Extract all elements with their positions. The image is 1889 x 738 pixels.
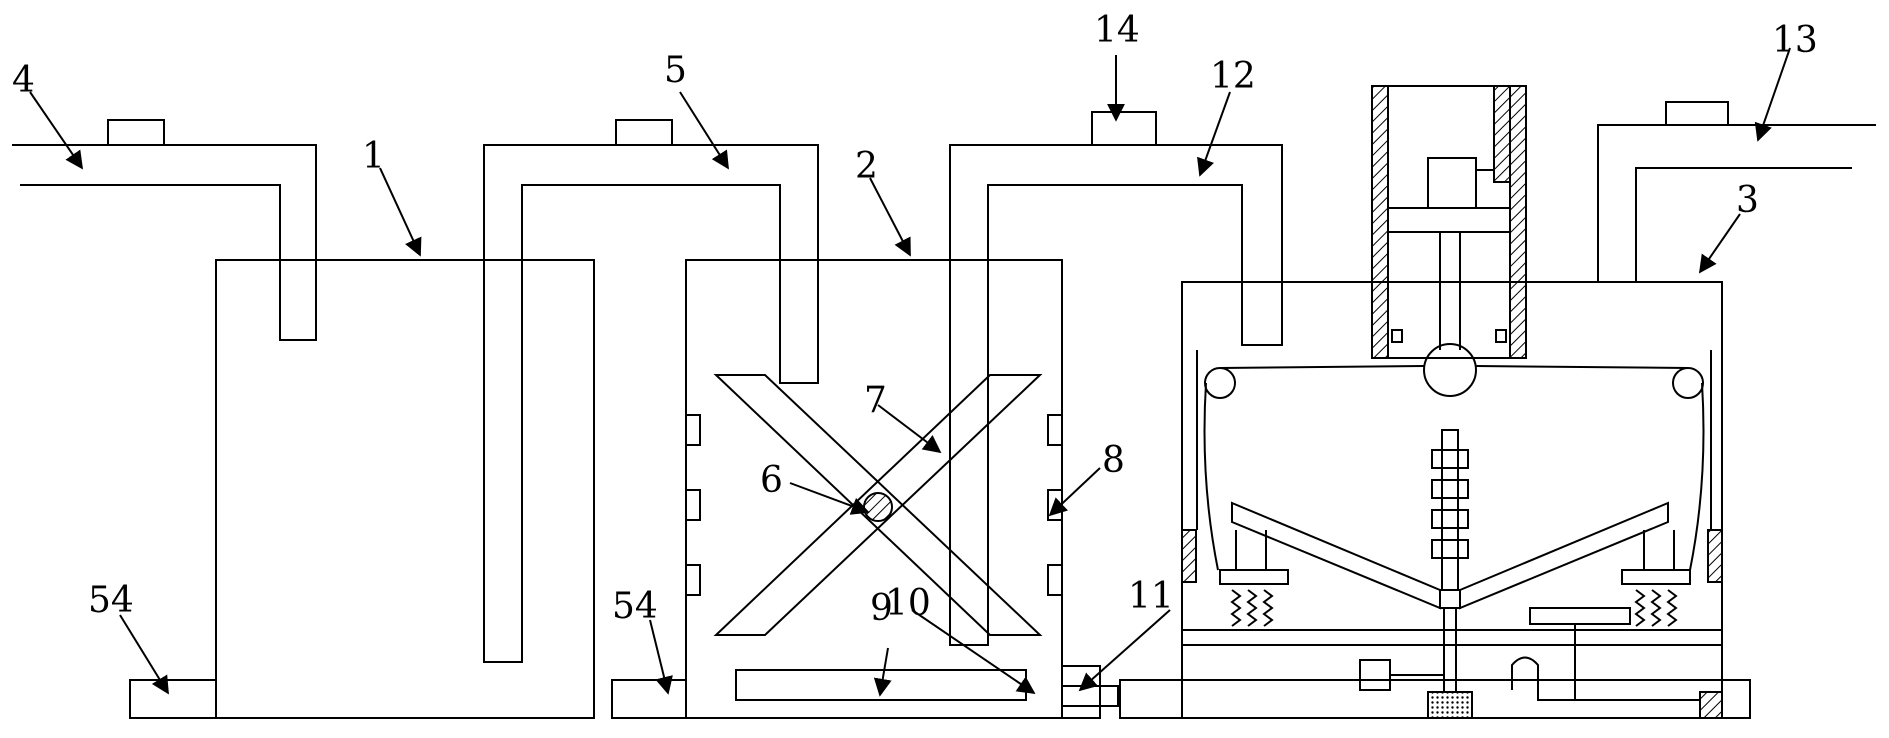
leader-4 [29, 91, 84, 170]
leader-7 [877, 404, 942, 454]
siphon-pipe-5 [483, 119, 819, 663]
valve-13 [1665, 101, 1729, 126]
pulley-system [1196, 343, 1712, 571]
leader-2 [869, 177, 911, 257]
leader-6 [789, 482, 870, 515]
label-54-middle: 54 [612, 586, 658, 627]
labels: 4 1 5 2 14 12 13 3 7 6 8 9 10 11 54 54 [12, 10, 1818, 629]
baffles-8 [685, 414, 1063, 596]
leader-8 [1048, 467, 1101, 517]
motor [1427, 157, 1477, 209]
v-sieve-plate [1231, 501, 1669, 610]
foot-54-left [129, 679, 217, 719]
leader-lines [29, 47, 1791, 697]
label-9: 9 [870, 588, 893, 629]
label-4: 4 [12, 60, 35, 101]
cylinder-assembly [1371, 85, 1527, 359]
tank-1 [129, 259, 595, 719]
outlet-11 [1061, 665, 1101, 719]
inlet-pipe-4 [12, 119, 317, 341]
bottom-machinery [1359, 607, 1723, 719]
leader-3 [1698, 213, 1741, 274]
tank-3 [1119, 281, 1751, 719]
leader-13 [1754, 47, 1791, 142]
leader-10 [911, 609, 1036, 695]
label-13: 13 [1772, 20, 1818, 61]
side-pistons [1181, 529, 1723, 627]
shaft-6 [863, 492, 893, 522]
label-10: 10 [885, 583, 931, 624]
leader-54-middle [649, 619, 673, 695]
transfer-pipe-12 [949, 111, 1283, 646]
outlet-pipe-13 [1597, 101, 1876, 282]
label-2: 2 [855, 146, 878, 187]
foot-54-middle [611, 679, 687, 719]
leader-1 [379, 167, 422, 257]
leader-11 [1078, 609, 1171, 692]
label-8: 8 [1102, 440, 1125, 481]
label-6: 6 [760, 460, 783, 501]
x-agitator-7 [713, 374, 1043, 636]
central-shaft [1427, 429, 1473, 719]
label-54-left: 54 [88, 580, 134, 621]
valve-14 [1091, 111, 1157, 146]
label-11: 11 [1128, 576, 1174, 617]
leader-5 [679, 91, 729, 170]
label-1: 1 [362, 136, 385, 177]
valve-4 [107, 119, 165, 146]
leader-12 [1197, 91, 1231, 177]
outlet-stub [1061, 685, 1119, 707]
label-7: 7 [864, 380, 887, 421]
leader-54-left [119, 614, 169, 695]
valve-5 [615, 119, 673, 146]
label-14: 14 [1094, 10, 1140, 51]
label-3: 3 [1736, 180, 1759, 221]
foot-left-3 [1119, 679, 1183, 719]
foot-right-3 [1721, 679, 1751, 719]
leader-9 [873, 647, 892, 697]
label-12: 12 [1210, 56, 1256, 97]
label-5: 5 [664, 50, 687, 91]
